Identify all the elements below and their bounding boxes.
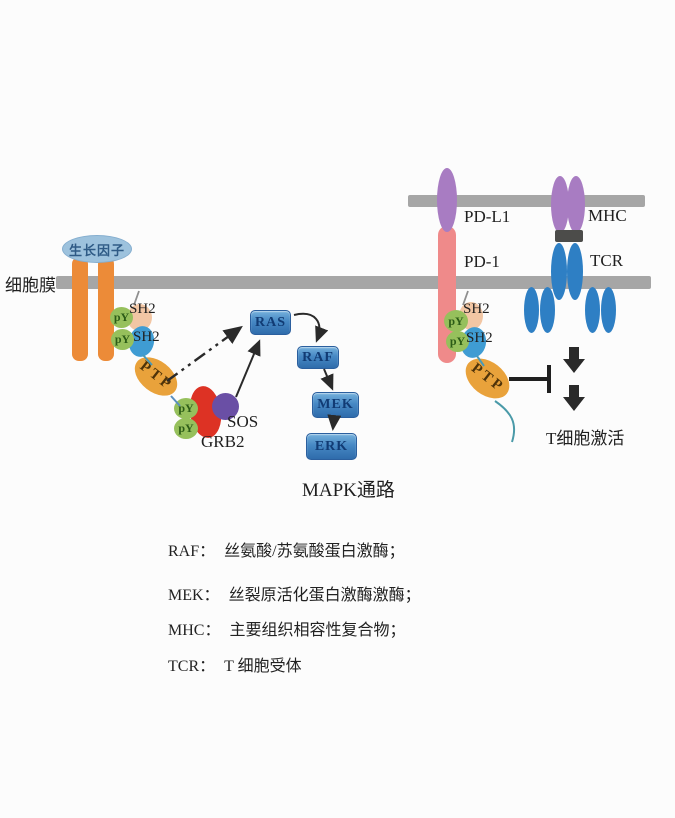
raf-label: RAF (302, 349, 334, 365)
py-badge: pY (444, 310, 468, 332)
legend-term: MHC： (168, 622, 221, 639)
ras-node: RAS (250, 310, 291, 335)
tcr-label: TCR (590, 251, 624, 270)
t-cell-activation-label: T细胞激活 (546, 429, 625, 448)
py-label: pY (178, 421, 194, 435)
mhc-molecule (551, 176, 569, 233)
erk-label: ERK (314, 438, 349, 454)
upper-membrane-bar (408, 195, 645, 207)
ptp-tail-curve (494, 400, 516, 443)
py-label: pY (448, 313, 464, 328)
raf-node: RAF (297, 346, 339, 369)
activation-block-arrow-top (563, 347, 585, 373)
receptor-bar-left (72, 257, 88, 361)
erk-node: ERK (306, 433, 357, 460)
pd1-label: PD-1 (464, 252, 500, 271)
legend-definition: 主要组织相容性复合物； (229, 622, 406, 639)
mek-erk-arrow (327, 414, 342, 431)
legend-definition: 丝氨酸/苏氨酸蛋白激酶； (224, 543, 405, 560)
legend-row-raf: RAF： 丝氨酸/苏氨酸蛋白激酶； (168, 537, 405, 561)
py-label: pY (178, 401, 194, 415)
cell-membrane-label: 细胞膜 (5, 276, 56, 295)
growth-factor-ellipse: 生长因子 (62, 235, 132, 263)
pdl1-molecule (437, 168, 457, 232)
legend-term: MEK： (168, 587, 220, 604)
mhc-molecule (567, 176, 585, 233)
ptp-enzyme-left: PTP (127, 349, 185, 404)
legend-term: TCR： (168, 658, 216, 675)
py-badge: pY (174, 398, 198, 419)
py-badge: pY (446, 331, 469, 352)
ptp-label: PTP (136, 358, 176, 394)
py-badge: pY (111, 329, 134, 350)
ptp-ras-dashdot-arrow (166, 325, 243, 382)
growth-factor-label: 生长因子 (68, 242, 125, 258)
mek-label: MEK (317, 397, 354, 412)
mhc-tcr-junction (555, 230, 583, 242)
legend-definition: T 细胞受体 (224, 658, 302, 675)
py-label: pY (114, 332, 131, 346)
raf-mek-arrow (320, 368, 334, 391)
py-label: pY (113, 310, 130, 324)
sh2-label: SH2 (466, 330, 493, 346)
sos-label: SOS (227, 412, 259, 431)
tcr-side-chain (540, 287, 555, 333)
sos-ras-arrow (235, 339, 261, 398)
sh2-label: SH2 (463, 301, 490, 317)
sh2-label: SH2 (129, 301, 156, 317)
tcr-side-chain (585, 287, 600, 333)
sos-protein (212, 393, 239, 420)
ptp-label: PTP (468, 360, 508, 396)
tcr-chain (551, 243, 567, 300)
mek-node: MEK (312, 392, 359, 418)
legend-row-tcr: TCR： T 细胞受体 (168, 652, 302, 676)
py-label: pY (449, 334, 466, 348)
py-badge: pY (174, 418, 198, 439)
tcr-side-chain (601, 287, 616, 333)
tcr-chain (567, 243, 583, 300)
ras-raf-arrow (293, 312, 329, 343)
tcr-side-chain (524, 287, 539, 333)
sh2-label: SH2 (133, 329, 160, 345)
legend-row-mek: MEK： 丝裂原活化蛋白激酶激酶； (168, 581, 421, 605)
mhc-label: MHC (588, 206, 627, 225)
mapk-pathway-label: MAPK通路 (302, 480, 395, 501)
ptp-enzyme-right: PTP (458, 350, 517, 407)
grb2-label: GRB2 (201, 432, 245, 451)
legend-row-mhc: MHC： 主要组织相容性复合物； (168, 616, 405, 640)
pdl1-label: PD-L1 (464, 207, 511, 226)
legend-definition: 丝裂原活化蛋白激酶激酶； (228, 587, 421, 604)
activation-block-arrow-bottom (563, 385, 585, 411)
py-badge: pY (110, 307, 133, 328)
legend-term: RAF： (168, 543, 216, 560)
ras-label: RAS (254, 314, 286, 330)
receptor-bar-right (98, 257, 114, 361)
main-membrane-bar (56, 276, 651, 289)
